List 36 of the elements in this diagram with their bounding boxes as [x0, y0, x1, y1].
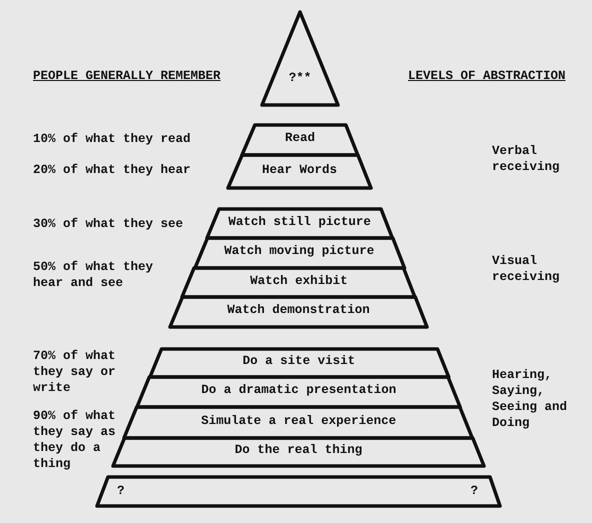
pyramid-tier	[124, 407, 473, 438]
tier-label: Simulate a real experience	[200, 414, 398, 428]
tier-label: ?**	[288, 71, 312, 85]
tier-label: Watch moving picture	[223, 244, 376, 258]
side-note: 20% of what they hear	[33, 162, 191, 178]
tier-label: Do the real thing	[234, 443, 364, 457]
pyramid-tier	[182, 268, 416, 297]
pyramid-tier	[194, 238, 404, 268]
column-heading: PEOPLE GENERALLY REMEMBER	[33, 68, 221, 84]
side-note: 10% of what they read	[33, 131, 191, 147]
pyramid-tier	[150, 349, 448, 377]
pyramid-tier	[206, 209, 392, 238]
side-note: 30% of what they see	[33, 216, 184, 232]
column-heading: LEVELS OF ABSTRACTION	[408, 68, 566, 84]
pyramid-tier	[228, 155, 371, 188]
side-note: Verbal receiving	[492, 143, 561, 175]
tier-label: Watch demonstration	[226, 303, 371, 317]
side-note: 70% of what they say or write	[33, 348, 117, 396]
tier-label: Watch still picture	[227, 214, 372, 228]
pyramid-tier	[170, 297, 427, 327]
tier-label: Do a site visit	[242, 354, 356, 368]
side-note: 90% of what they say as they do a thing	[33, 408, 117, 472]
tier-label: ?	[470, 484, 478, 498]
tier-label: Watch exhibit	[249, 274, 349, 288]
pyramid-tier	[137, 377, 460, 407]
tier-label: ?	[117, 484, 125, 498]
tier-label: Read	[284, 131, 316, 145]
side-note: Hearing, Saying, Seeing and Doing	[492, 367, 568, 431]
pyramid-apex-triangle	[262, 12, 338, 105]
pyramid-tier	[242, 125, 358, 155]
tier-label: Do a dramatic presentation	[200, 383, 398, 397]
side-note: 50% of what they hear and see	[33, 259, 154, 291]
pyramid-tier	[97, 477, 500, 506]
pyramid-tier	[113, 438, 484, 466]
tier-label: Hear Words	[260, 162, 338, 176]
side-note: Visual receiving	[492, 253, 561, 285]
